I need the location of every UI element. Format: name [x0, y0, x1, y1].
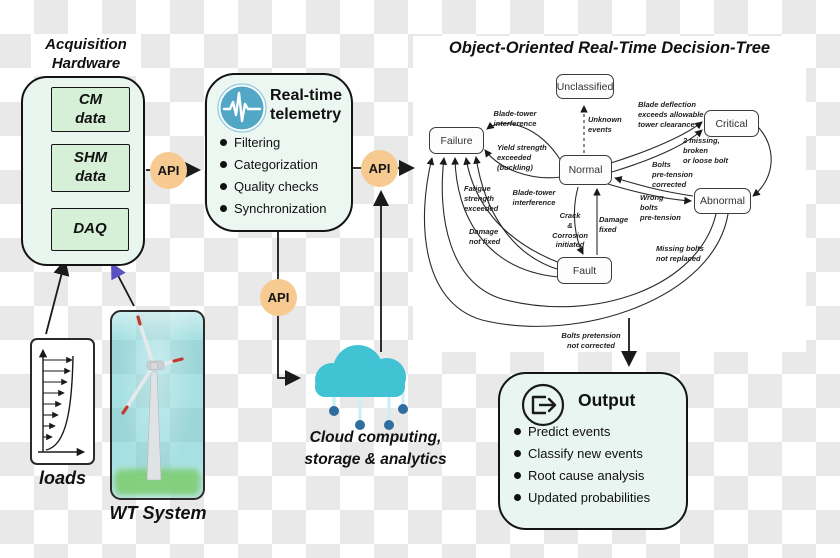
bullet-dot — [220, 161, 227, 168]
wt-system-label: WT System — [109, 503, 207, 523]
arrow-api3-to-cloud — [277, 314, 302, 387]
daq-box: DAQ — [51, 208, 129, 251]
arrow-loads-to-daq — [45, 259, 70, 335]
shm-data-box: SHM data — [51, 144, 130, 192]
acquisition-title: Acquisition Hardware — [31, 34, 141, 76]
node-fault: Fault — [557, 257, 612, 284]
shm-data-label: SHM data — [73, 149, 108, 185]
label-damage-not-fixed: Damage not fixed — [469, 227, 501, 246]
bullet-dot — [514, 450, 521, 457]
bullet-dot — [220, 205, 227, 212]
label-missing-not-replaced: Missing bolts not replaced — [656, 244, 704, 263]
telemetry-pulse-icon — [217, 83, 267, 133]
telemetry-item-label: Categorization — [234, 157, 318, 172]
output-item-label: Root cause analysis — [528, 468, 645, 483]
cm-data-box: CM data — [51, 87, 130, 132]
bullet-dot — [514, 428, 521, 435]
api-circle-2: API — [361, 150, 398, 187]
output-item: Root cause analysis — [514, 468, 650, 483]
acquisition-hardware-box: CM data SHM data DAQ — [21, 76, 145, 266]
node-abnormal: Abnormal — [694, 188, 751, 214]
output-title: Output — [578, 390, 636, 410]
output-item: Classify new events — [514, 446, 650, 461]
cloud-icon — [315, 345, 408, 430]
telemetry-item: Filtering — [220, 135, 327, 150]
bullet-dot — [514, 494, 521, 501]
decision-tree-title: Object-Oriented Real-Time Decision-Tree — [448, 39, 771, 57]
cm-data-label: CM data — [75, 90, 106, 127]
label-wrong-bolts: Wrong bolts pre-tension — [640, 193, 681, 222]
label-blade-tower-top: Blade-tower interference — [493, 109, 537, 128]
wind-turbine-drawing — [121, 315, 184, 481]
cloud-caption: Cloud computing, storage & analytics — [304, 429, 447, 469]
telemetry-item-label: Synchronization — [234, 201, 327, 216]
bullet-dot — [514, 472, 521, 479]
node-normal: Normal — [559, 155, 612, 185]
daq-label: DAQ — [73, 220, 107, 238]
output-export-icon — [521, 383, 565, 427]
api-circle-1: API — [150, 152, 187, 189]
telemetry-item-label: Filtering — [234, 135, 281, 150]
bullet-dot — [220, 183, 227, 190]
output-item: Updated probabilities — [514, 490, 650, 505]
node-critical: Critical — [704, 110, 759, 137]
output-item-label: Updated probabilities — [528, 490, 651, 505]
bullet-dot — [220, 139, 227, 146]
label-blade-tower-mid: Blade-tower interference — [512, 188, 556, 207]
label-unknown-events: Unknown events — [588, 115, 622, 134]
label-yield-strength: Yield strength exceeded (buckling) — [497, 143, 547, 172]
output-box: Output Predict events Classify new event… — [498, 372, 688, 530]
node-unclassified: Unclassified — [556, 74, 614, 99]
output-item-label: Predict events — [528, 424, 611, 439]
label-pretension-not-corrected: Bolts pretension not corrected — [561, 331, 621, 350]
telemetry-title: Real-time telemetry — [270, 87, 343, 124]
wt-system-box — [110, 310, 205, 500]
output-item-label: Classify new events — [528, 446, 643, 461]
arrow-wt-to-daq — [111, 262, 135, 307]
output-item: Predict events — [514, 424, 650, 439]
label-bolts-corrected: Bolts pre-tension corrected — [652, 160, 693, 189]
loads-label: loads — [38, 468, 86, 488]
label-fatigue: Fatigue strength exceeded — [464, 184, 499, 213]
loads-box — [30, 338, 95, 465]
telemetry-item: Synchronization — [220, 201, 327, 216]
telemetry-item-label: Quality checks — [234, 179, 319, 194]
api-circle-3: API — [260, 279, 297, 316]
label-damage-fixed: Damage fixed — [599, 215, 629, 234]
telemetry-item: Quality checks — [220, 179, 327, 194]
label-blade-deflection: Blade deflection exceeds allowable tower… — [638, 100, 704, 129]
telemetry-item: Categorization — [220, 157, 327, 172]
realtime-telemetry-box: Real-time telemetry Filtering Categoriza… — [205, 73, 353, 232]
label-crack-corrosion: Crack & Corrosion initiated — [552, 211, 588, 250]
node-failure: Failure — [429, 127, 484, 154]
wind-load-profile-drawing — [38, 348, 86, 457]
